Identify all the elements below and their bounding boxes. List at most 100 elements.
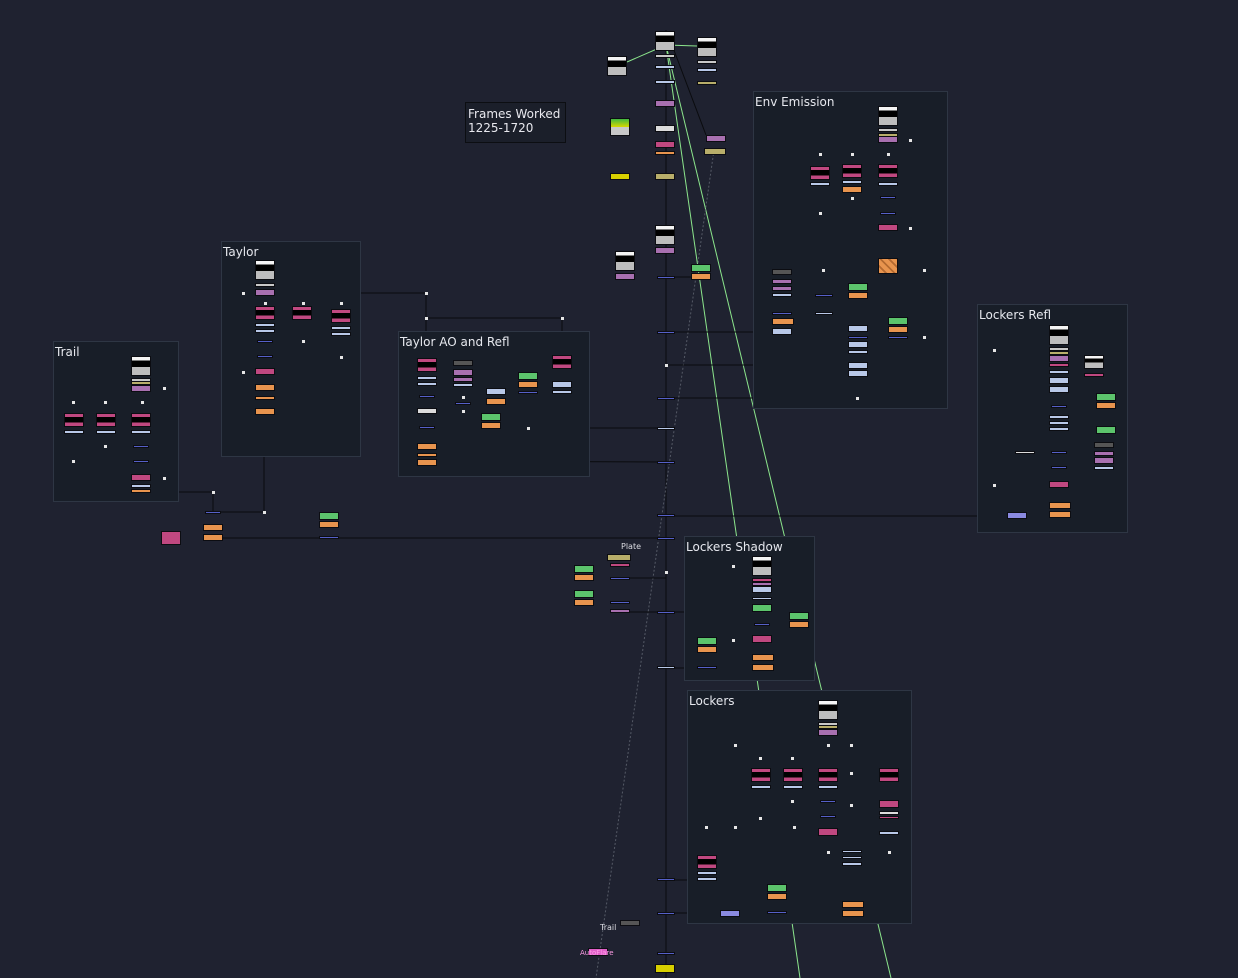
shuffle-node[interactable]	[64, 430, 84, 434]
dot-node[interactable]	[697, 666, 717, 669]
reformat-node[interactable]	[1015, 451, 1035, 454]
colorcorrect-node[interactable]	[161, 531, 181, 545]
dot-node[interactable]	[242, 371, 245, 374]
shuffle-node[interactable]	[1049, 370, 1069, 374]
shuffle-node[interactable]	[842, 862, 862, 866]
grade-node[interactable]	[1096, 393, 1116, 401]
shuffle-node[interactable]	[848, 325, 868, 332]
grade-node[interactable]	[789, 612, 809, 620]
transform-node[interactable]	[878, 136, 898, 143]
dot-node[interactable]	[734, 826, 737, 829]
dot-node[interactable]	[657, 514, 675, 517]
shuffle-node[interactable]	[842, 850, 862, 853]
backdrop-lockers-shadow[interactable]: Lockers Shadow	[684, 536, 815, 681]
merge-node[interactable]	[691, 273, 711, 280]
grade-node[interactable]	[319, 512, 339, 520]
shuffle-node[interactable]	[1049, 427, 1069, 431]
transform-node[interactable]	[772, 279, 792, 284]
colorcorrect-node[interactable]	[64, 413, 84, 427]
shuffle-node[interactable]	[417, 376, 437, 380]
colorcorrect-node[interactable]	[131, 474, 151, 481]
dot-node[interactable]	[610, 577, 630, 580]
merge-node[interactable]	[574, 599, 594, 606]
merge-node[interactable]	[772, 318, 794, 325]
transform-node[interactable]	[706, 135, 726, 142]
merge-node[interactable]	[848, 292, 868, 299]
grade-node[interactable]	[767, 884, 787, 892]
shuffle-node[interactable]	[417, 382, 437, 386]
shuffle-node[interactable]	[331, 326, 351, 330]
read-node-thumbnail[interactable]	[1049, 325, 1069, 345]
merge-node[interactable]	[752, 664, 774, 671]
read-node-thumbnail[interactable]	[818, 700, 838, 720]
dot-node[interactable]	[104, 401, 107, 404]
colorcorrect-node[interactable]	[842, 164, 862, 178]
read-node[interactable]	[697, 60, 717, 64]
merge-node[interactable]	[888, 326, 908, 333]
backdrop-node[interactable]	[620, 920, 640, 926]
colorcorrect-node[interactable]	[96, 413, 116, 427]
dot-node[interactable]	[909, 139, 912, 142]
dot-node[interactable]	[793, 826, 796, 829]
shuffle-node[interactable]	[783, 785, 803, 789]
grade-node[interactable]	[1096, 426, 1116, 434]
shuffle-node[interactable]	[878, 182, 898, 186]
colorcorrect-node[interactable]	[697, 855, 717, 869]
transform-node[interactable]	[818, 729, 838, 736]
dot-node[interactable]	[734, 744, 737, 747]
shuffle-node[interactable]	[255, 323, 275, 327]
dot-node[interactable]	[856, 397, 859, 400]
dot-node[interactable]	[462, 396, 465, 399]
transform-node[interactable]	[131, 385, 151, 392]
merge-node[interactable]	[842, 910, 864, 917]
shuffle-node[interactable]	[131, 484, 151, 488]
reformat-node[interactable]	[655, 125, 675, 132]
dot-node[interactable]	[888, 851, 891, 854]
dot-node[interactable]	[887, 153, 890, 156]
shuffle-node[interactable]	[331, 332, 351, 336]
dot-node[interactable]	[850, 744, 853, 747]
merge-node[interactable]	[486, 398, 506, 405]
shuffle-node[interactable]	[552, 390, 572, 394]
colorcorrect-node[interactable]	[783, 768, 803, 782]
switch-node[interactable]	[704, 148, 726, 155]
dot-node[interactable]	[419, 426, 435, 429]
dot-node[interactable]	[340, 302, 343, 305]
colorcorrect-node[interactable]	[331, 309, 351, 323]
dot-node[interactable]	[425, 317, 428, 320]
colorcorrect-node[interactable]	[879, 800, 899, 808]
colorcorrect-node[interactable]	[552, 355, 572, 369]
merge-node[interactable]	[767, 893, 787, 900]
dot-node[interactable]	[827, 851, 830, 854]
dot-node[interactable]	[72, 460, 75, 463]
shuffle-node[interactable]	[453, 383, 473, 387]
colorcorrect-node[interactable]	[818, 768, 838, 782]
dot-node[interactable]	[610, 601, 630, 604]
merge-node[interactable]	[518, 381, 538, 388]
transform-node[interactable]	[610, 609, 630, 613]
dot-node[interactable]	[462, 410, 465, 413]
colorcorrect-node[interactable]	[655, 141, 675, 148]
transform-node[interactable]	[255, 289, 275, 296]
dot-node[interactable]	[665, 571, 668, 574]
colorcorrect-node[interactable]	[878, 164, 898, 178]
colorcorrect-node[interactable]	[810, 166, 830, 180]
dot-node[interactable]	[705, 826, 708, 829]
dot-node[interactable]	[851, 153, 854, 156]
shuffle-node[interactable]	[697, 877, 717, 881]
colorcorrect-node[interactable]	[255, 368, 275, 375]
backdrop-node[interactable]	[453, 360, 473, 366]
shuffle-node[interactable]	[848, 341, 868, 348]
shuffle-node[interactable]	[655, 65, 675, 69]
dot-node[interactable]	[163, 387, 166, 390]
dot-node[interactable]	[909, 227, 912, 230]
shuffle-node[interactable]	[818, 785, 838, 789]
dot-node[interactable]	[754, 623, 770, 626]
dot-node[interactable]	[257, 355, 273, 358]
colorcorrect-node[interactable]	[751, 768, 771, 782]
dot-node[interactable]	[657, 331, 675, 334]
grade-node[interactable]	[752, 604, 772, 612]
dot-node[interactable]	[732, 639, 735, 642]
dot-node[interactable]	[657, 397, 675, 400]
